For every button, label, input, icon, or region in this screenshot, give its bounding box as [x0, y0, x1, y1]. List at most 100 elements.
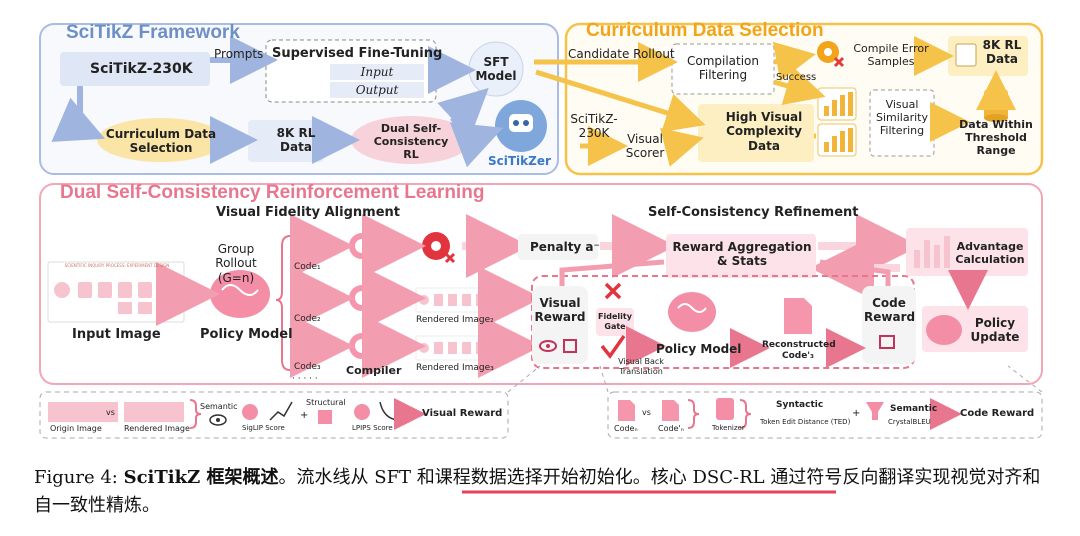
code2-label: Code₂ — [294, 314, 321, 324]
sft-title: Supervised Fine-Tuning — [272, 46, 443, 61]
tokenizer-icon — [716, 398, 734, 420]
threshold-label: Data Within Threshold Range — [959, 118, 1033, 158]
legend-plus: + — [300, 410, 309, 421]
dscrl-title: Dual Self-Consistency Reinforcement Lear… — [60, 182, 485, 203]
legend-vs-2: vs — [642, 408, 651, 417]
curriculum-title: Curriculum Data Selection — [586, 20, 824, 41]
legend-semantic-2: Semantic — [890, 404, 938, 414]
dataset-box — [60, 52, 210, 86]
fidelity-gate-label: Fidelity Gate — [598, 312, 632, 331]
prompts-label: Prompts — [214, 47, 264, 61]
curriculum-ellipse — [97, 118, 225, 162]
reconstructed-label: Reconstructed Code'₃ — [762, 340, 836, 361]
code-doc-1 — [296, 232, 316, 258]
legend-origin: Origin Image — [50, 424, 102, 433]
caption-part1: 。流水线从 — [278, 467, 375, 488]
legend-semantic: Semantic — [200, 402, 238, 411]
advantage-label: Advantage Calculation — [955, 240, 1025, 267]
legend-syntactic: Syntactic — [776, 400, 824, 410]
sft-model-label: SFT Model — [475, 55, 517, 84]
rendered3-label: Rendered Image₃ — [416, 363, 494, 373]
legend-crystal: CrystalBLEU — [888, 418, 931, 426]
candidate-label: Candidate Rollout — [568, 47, 675, 61]
reject-icon — [604, 282, 622, 300]
code-reward-box — [862, 286, 916, 364]
caption-underlined: SFT 和课程数据选择开始初始化 — [374, 467, 633, 488]
vis-sim-label: Visual Similarity Filtering — [875, 98, 928, 138]
rl-data-label: 8K RL Data — [276, 126, 316, 155]
reward-agg-box — [666, 234, 816, 278]
image-icon — [563, 339, 577, 353]
fidelity-gate-box — [596, 308, 634, 336]
visual-reward-box — [532, 286, 588, 364]
dual-rl-label: Dual Self-Consistency RL — [373, 122, 449, 162]
high-visual-box — [698, 104, 814, 162]
code3-label: Code₃ — [294, 362, 321, 372]
legend-code-n-prime: Code'ₙ — [658, 424, 684, 433]
curriculum-label: Curriculum Data Selection — [105, 127, 217, 156]
reward-agg-label: Reward Aggregation & Stats — [672, 240, 812, 269]
curly-brace-right — [687, 399, 700, 429]
legend-tokenizer: Tokenizer — [712, 424, 745, 432]
legend-code-reward: Code Reward — [960, 408, 1035, 419]
compile-error-label: Compile Error Samples — [853, 42, 929, 69]
rendered2-label: Rendered Image₂ — [416, 315, 494, 325]
penalty-label: Penalty a⁻ — [530, 240, 600, 254]
code-doc-2 — [296, 286, 316, 312]
caption-part2: 。核心 DSC-RL 通过符号反向翻译实现视觉对齐和自一致性精炼。 — [34, 467, 1041, 516]
curly-brace-3 — [739, 399, 752, 429]
brain-icon-3 — [926, 315, 962, 345]
rl-data-label-2: 8K RL Data — [982, 38, 1022, 67]
legend-siglip: SigLIP Score — [242, 424, 285, 432]
brain-icon-2 — [668, 292, 716, 332]
network-icon-2 — [354, 404, 370, 420]
legend-code-n: Codeₙ — [614, 424, 638, 433]
brain-icon — [210, 270, 270, 318]
legend-vs: vs — [106, 408, 115, 417]
sft-output: Output — [355, 83, 399, 97]
policy-model-label: Policy Model — [200, 327, 293, 342]
legend-visual-reward: Visual Reward — [422, 408, 503, 419]
caption-label: Figure 4: — [34, 467, 124, 488]
rl-data-box — [248, 120, 324, 162]
legend-rendered: Rendered Image — [124, 424, 190, 433]
visual-scorer-label: Visual Scorer — [625, 132, 665, 161]
legend-structural: Structural — [306, 398, 346, 407]
curly-brace-left — [189, 399, 202, 429]
eye-icon — [539, 340, 557, 352]
framework-title: SciTikZ Framework — [66, 22, 240, 43]
code-icon — [879, 335, 895, 349]
code1-label: Code₁ — [294, 262, 321, 272]
legend-plus-2: + — [852, 408, 861, 419]
sample-diagram-title: SCIENTIFIC INQUIRY PROCESS: EXPERIMENT D… — [64, 263, 170, 268]
code-reward-label: Code Reward — [864, 296, 916, 325]
line-chart-icon — [269, 401, 293, 421]
high-visual-label: High Visual Complexity Data — [725, 110, 803, 153]
group-rollout-label: Group Rollout (G=n) — [215, 242, 257, 285]
scitikzer-label: SciTikZer — [488, 154, 551, 168]
back-translation-label: Visual Back Translation — [618, 357, 664, 376]
success-label: Success — [776, 72, 817, 83]
visual-reward-label: Visual Reward — [534, 296, 586, 325]
caption-bold: SciTikZ 框架概述 — [123, 467, 279, 488]
compiler-label: Compiler — [346, 364, 402, 377]
eye-icon-2 — [209, 414, 227, 426]
policy-update-label: Policy Update — [970, 316, 1020, 345]
compilation-label: Compilation Filtering — [686, 54, 760, 83]
policy-model-2-label: Policy Model — [656, 342, 742, 356]
figure-caption: Figure 4: SciTikZ 框架概述。流水线从 SFT 和课程数据选择开… — [34, 464, 1054, 520]
grid-icon — [318, 410, 332, 424]
dataset-label: SciTikZ-230K — [90, 61, 193, 77]
vfa-title: Visual Fidelity Alignment — [216, 205, 400, 220]
penalty-box — [518, 234, 598, 260]
curriculum-dataset-label: SciTikZ-230K — [570, 112, 618, 141]
reconstructed-doc — [784, 298, 812, 334]
funnel-icon — [866, 402, 884, 420]
network-icon — [242, 404, 258, 420]
input-image-label: Input Image — [72, 327, 161, 342]
legend-lpips: LPIPS Score — [352, 424, 393, 432]
code-doc-3 — [296, 334, 316, 360]
sft-input: Input — [360, 65, 394, 79]
legend-ted: Token Edit Distance (TED) — [760, 418, 851, 426]
